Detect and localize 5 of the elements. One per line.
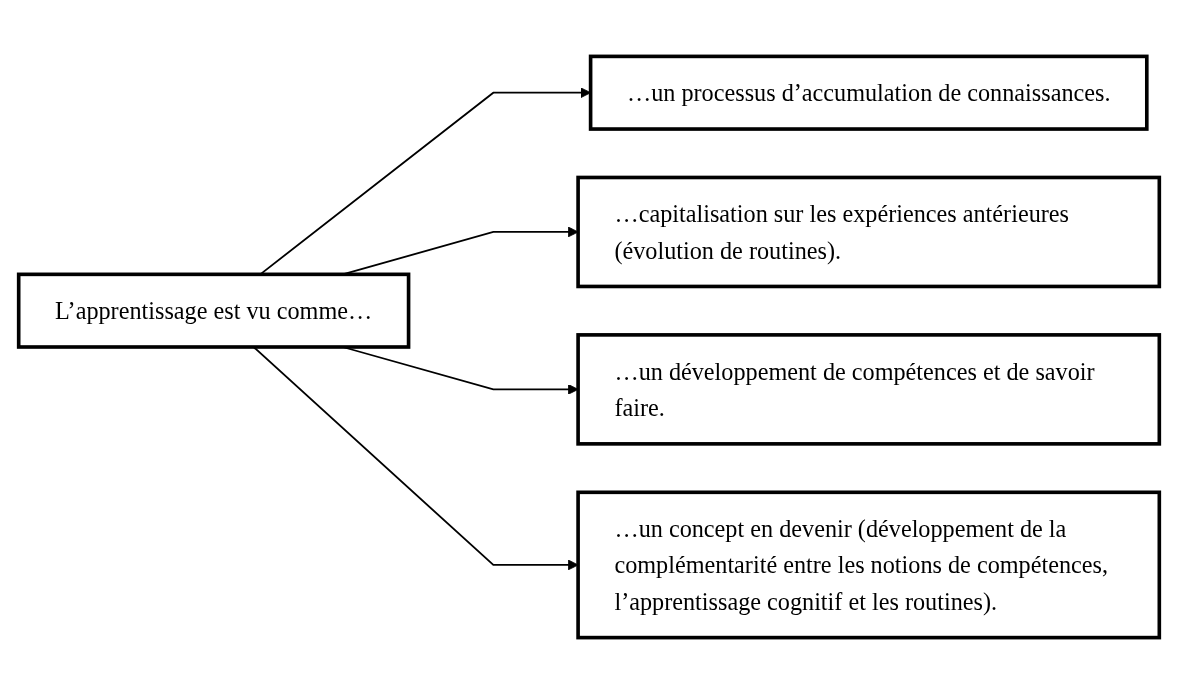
node-box: …capitalisation sur les expériences antérieures (évolution de routines). <box>575 175 1161 289</box>
node-box: …un développement de compétences et de savoir faire. <box>575 333 1161 446</box>
node-box: …un concept en devenir (développement de la complémentarité entre les notions de compétences, l’apprentissage cognitif et les routines). <box>575 490 1161 640</box>
node-box: L’apprentissage est vu comme… <box>16 272 410 349</box>
node-box: …un processus d’accumulation de connaissances. <box>588 54 1149 131</box>
